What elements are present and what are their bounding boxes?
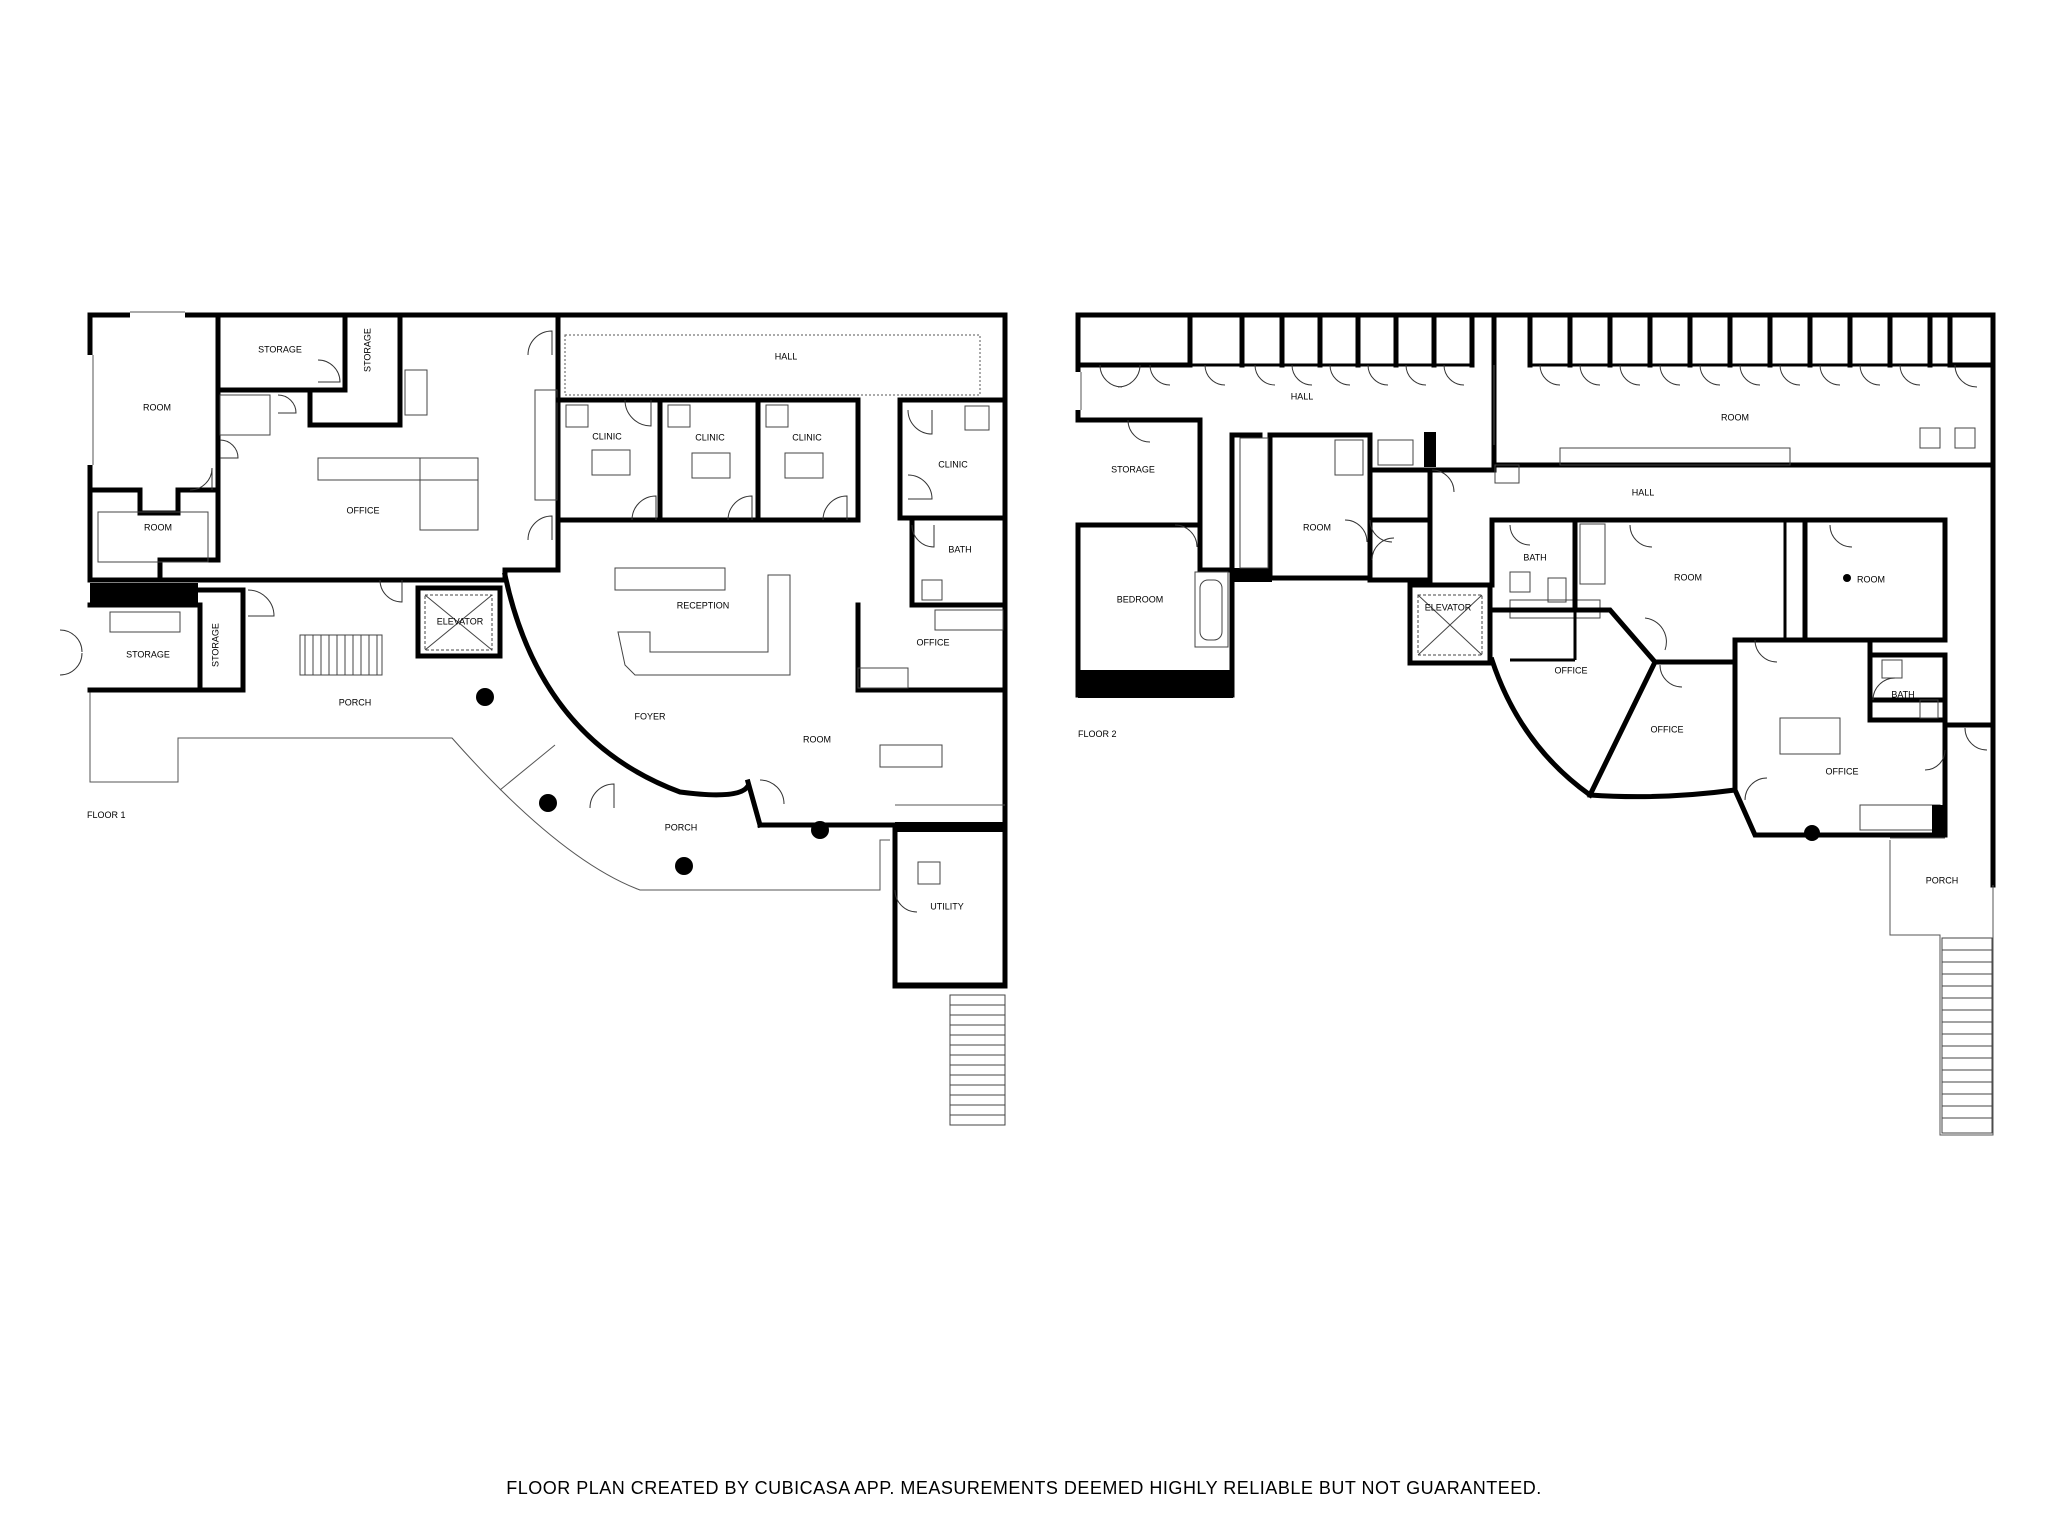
room-label: CLINIC: [938, 459, 968, 469]
room-label: STORAGE: [362, 328, 372, 372]
stairs-exterior-2: [1941, 937, 1993, 1134]
room-label: STORAGE: [258, 344, 302, 354]
room-label: STORAGE: [210, 623, 220, 667]
room-label: UTILITY: [930, 901, 964, 911]
room-label: PORCH: [1926, 875, 1959, 885]
room-label: CLINIC: [592, 431, 622, 441]
floor-2-label: FLOOR 2: [1078, 729, 1117, 739]
room-label: STORAGE: [126, 649, 170, 659]
disclaimer-note: FLOOR PLAN CREATED BY CUBICASA APP. MEAS…: [506, 1478, 1542, 1498]
room-label: HALL: [1291, 391, 1314, 401]
room-label: PORCH: [665, 822, 698, 832]
room-label: CLINIC: [792, 432, 822, 442]
room-label: ROOM: [803, 734, 831, 744]
room-label: ROOM: [144, 522, 172, 532]
floor-1-plan: ROOM STORAGE STORAGE HALL CLINIC CLINIC …: [59, 311, 1008, 1126]
room-label: OFFICE: [917, 637, 950, 647]
room-label: ROOM: [1857, 574, 1885, 584]
room-label: OFFICE: [1826, 766, 1859, 776]
room-label: PORCH: [339, 697, 372, 707]
room-label: ROOM: [1303, 522, 1331, 532]
room-label: ELEVATOR: [1425, 602, 1472, 612]
room-label: BATH: [948, 544, 971, 554]
stairs-exterior-1: [949, 994, 1006, 1126]
room-label: STORAGE: [1111, 464, 1155, 474]
room-label: ROOM: [1674, 572, 1702, 582]
room-label: OFFICE: [347, 505, 380, 515]
room-label: ELEVATOR: [437, 616, 484, 626]
room-label: BEDROOM: [1117, 594, 1164, 604]
room-label: BATH: [1523, 552, 1546, 562]
room-label: HALL: [775, 351, 798, 361]
room-label: BATH: [1891, 689, 1914, 699]
floor-1-label: FLOOR 1: [87, 810, 126, 820]
room-label: CLINIC: [695, 432, 725, 442]
room-label: OFFICE: [1555, 665, 1588, 675]
floor-2-plan: HALL ROOM STORAGE ROOM HALL BEDROOM ELEV…: [1075, 312, 1996, 1136]
room-label: OFFICE: [1651, 724, 1684, 734]
stairs-porch: [299, 634, 383, 676]
room-label: ROOM: [1721, 412, 1749, 422]
room-label: HALL: [1632, 487, 1655, 497]
room-label: FOYER: [634, 711, 666, 721]
room-label: ROOM: [143, 402, 171, 412]
room-label: RECEPTION: [677, 600, 730, 610]
